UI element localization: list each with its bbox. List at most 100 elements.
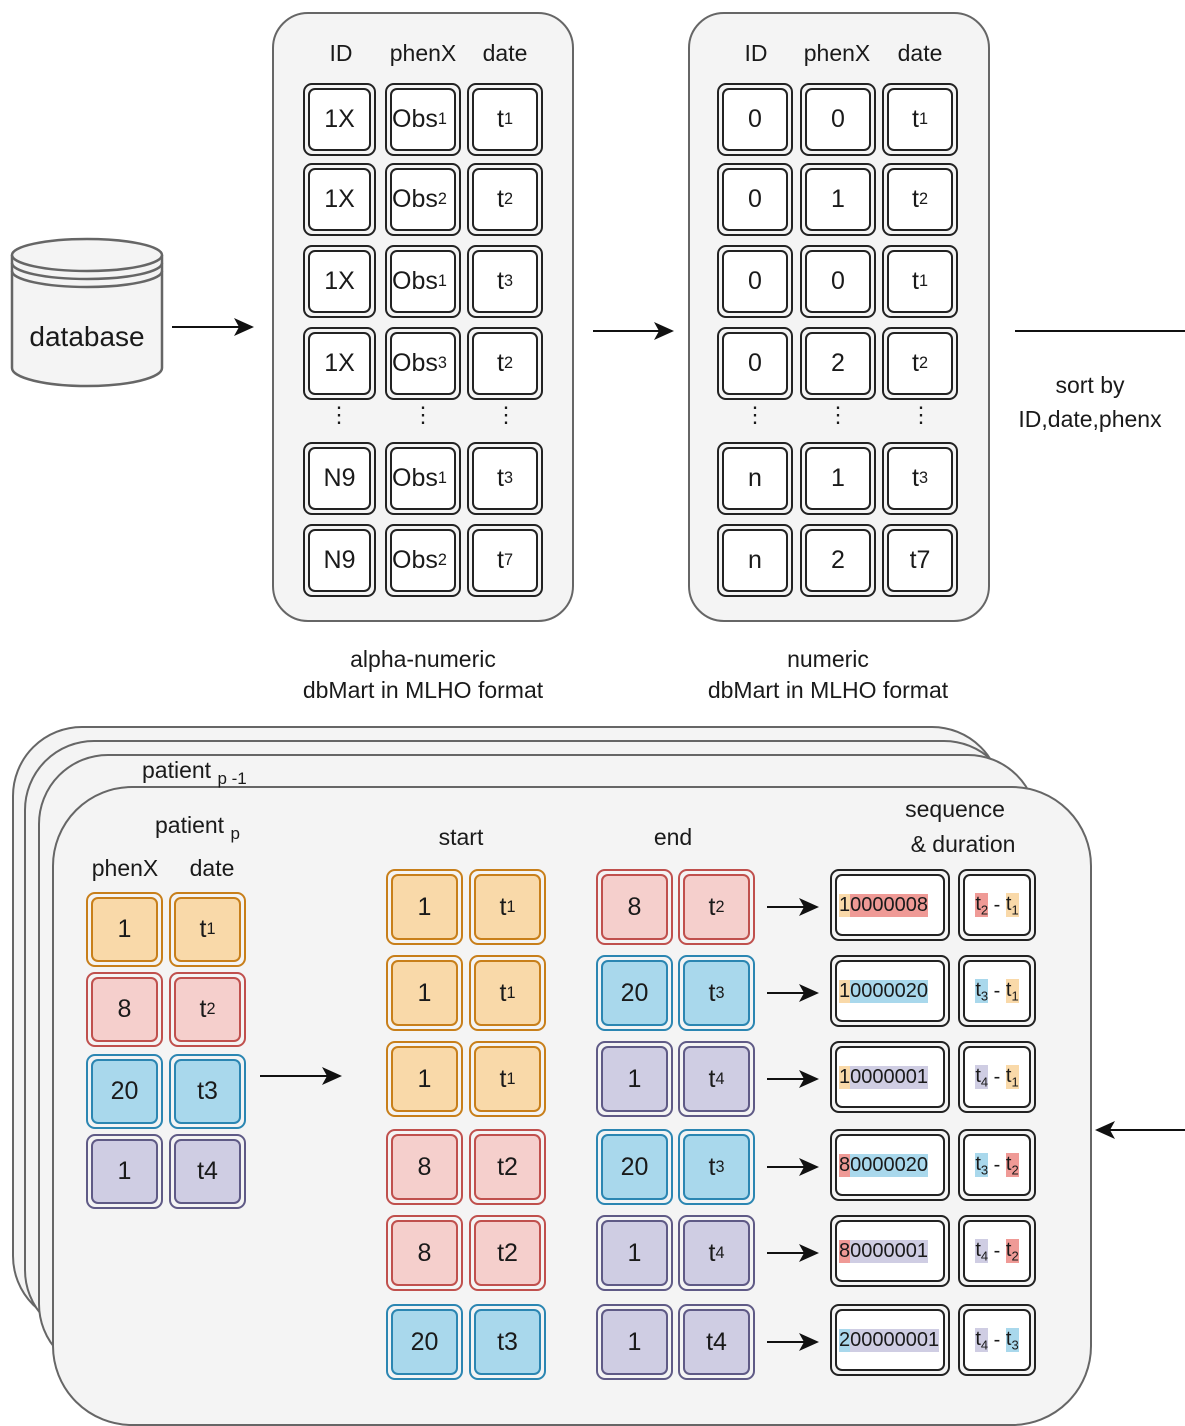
patient-header-date: date <box>189 855 235 881</box>
numeric-id-cell: n <box>717 524 793 597</box>
numeric-header-date: date <box>897 40 943 66</box>
duration-start-t: t <box>1005 1152 1012 1175</box>
end-date-value: t4 <box>706 1327 727 1356</box>
patient-date-value: t <box>199 995 207 1023</box>
duration-minus: - <box>988 979 1006 1002</box>
numeric-date-value: t <box>912 464 919 492</box>
duration-end-t: t <box>975 978 981 1001</box>
start-phenx-cell: 8 <box>386 1215 463 1291</box>
numeric-date-subscript: 2 <box>918 354 928 372</box>
patient-date-value: t4 <box>197 1157 218 1185</box>
alpha-id-cell: 1X <box>303 163 376 236</box>
alpha-id-cell: 1X <box>303 327 376 400</box>
alpha-phenx-value: Obs <box>392 267 438 295</box>
alpha-caption-line1: alpha-numeric <box>350 646 496 672</box>
numeric-phenx-value: 1 <box>831 464 845 492</box>
duration-minus: - <box>988 1239 1006 1262</box>
patient-date-subscript: 1 <box>206 920 216 938</box>
duration-start-subscript: 1 <box>1011 902 1019 918</box>
alpha-id-value: N9 <box>323 546 356 574</box>
alpha-date-value: t <box>497 185 504 213</box>
alpha-ellipsis-date: ⋮ <box>495 402 517 427</box>
patient-phenx-cell: 8 <box>86 972 163 1047</box>
alpha-id-cell: 1X <box>303 83 376 156</box>
alpha-phenx-subscript: 1 <box>437 272 447 290</box>
patient-date-subscript: 2 <box>206 1000 216 1018</box>
alpha-id-cell: 1X <box>303 245 376 318</box>
duration-end: t4 <box>975 1238 989 1264</box>
duration-minus: - <box>988 893 1006 916</box>
seq-header-line1: sequence <box>905 796 1005 822</box>
end-date-value: t <box>708 1238 716 1267</box>
duration-cell: t4 - t1 <box>958 1041 1036 1113</box>
duration-end-t: t <box>975 1064 981 1087</box>
start-date-value: t <box>499 892 507 921</box>
patient-date-cell: t4 <box>169 1134 246 1209</box>
end-date-value: t <box>708 978 716 1007</box>
numeric-date-value: t <box>912 185 919 213</box>
alpha-phenx-subscript: 3 <box>437 354 447 372</box>
sequence-rest: 0000008 <box>850 893 928 917</box>
numeric-caption-line2: dbMart in MLHO format <box>707 677 949 703</box>
duration-end: t3 <box>975 978 989 1004</box>
end-phenx-value: 20 <box>620 978 649 1007</box>
numeric-date-subscript: 2 <box>918 190 928 208</box>
duration-end: t4 <box>975 1064 989 1090</box>
start-date-cell: t2 <box>469 1129 546 1205</box>
alpha-id-cell: N9 <box>303 524 376 597</box>
start-date-value: t2 <box>497 1152 518 1181</box>
numeric-phenx-cell: 1 <box>800 442 876 515</box>
duration-minus: - <box>988 1153 1006 1176</box>
alpha-date-subscript: 3 <box>503 272 513 290</box>
start-date-cell: t2 <box>469 1215 546 1291</box>
patient-p-minus-1-label: patient p -1 <box>142 757 247 788</box>
alpha-date-value: t <box>497 267 504 295</box>
patient-date-cell: t3 <box>169 1054 246 1129</box>
end-phenx-value: 8 <box>627 892 642 921</box>
duration-end: t4 <box>975 1327 989 1353</box>
start-date-value: t <box>499 1064 507 1093</box>
alpha-id-cell: N9 <box>303 442 376 515</box>
sequence-rest: 0000001 <box>850 1239 928 1263</box>
sequence-prefix: 1 <box>839 893 851 917</box>
duration-end-subscript: 3 <box>980 988 989 1004</box>
numeric-header-phenx: phenX <box>803 40 871 66</box>
alpha-header-id: ID <box>329 40 353 66</box>
start-date-value: t2 <box>497 1238 518 1267</box>
numeric-caption-line1: numeric <box>787 646 869 672</box>
numeric-id-cell: 0 <box>717 327 793 400</box>
patient-phenx-cell: 1 <box>86 892 163 967</box>
duration-cell: t3 - t1 <box>958 955 1036 1027</box>
sequence-prefix: 1 <box>839 1065 851 1089</box>
duration-start-t: t <box>1005 892 1012 915</box>
duration-start-subscript: 1 <box>1011 1074 1019 1090</box>
alpha-id-value: 1X <box>324 105 355 133</box>
numeric-id-value: 0 <box>748 185 762 213</box>
end-date-value: t <box>708 1064 716 1093</box>
start-phenx-cell: 20 <box>386 1304 463 1380</box>
alpha-phenx-value: Obs <box>392 185 438 213</box>
numeric-ellipsis-phenx: ⋮ <box>827 402 849 427</box>
start-phenx-cell: 1 <box>386 1041 463 1117</box>
duration-end-t: t <box>975 1152 981 1175</box>
end-phenx-cell: 1 <box>596 1041 673 1117</box>
numeric-id-value: n <box>748 546 762 574</box>
alpha-phenx-subscript: 1 <box>437 469 447 487</box>
end-date-subscript: 2 <box>715 897 725 916</box>
numeric-phenx-cell: 1 <box>800 163 876 236</box>
